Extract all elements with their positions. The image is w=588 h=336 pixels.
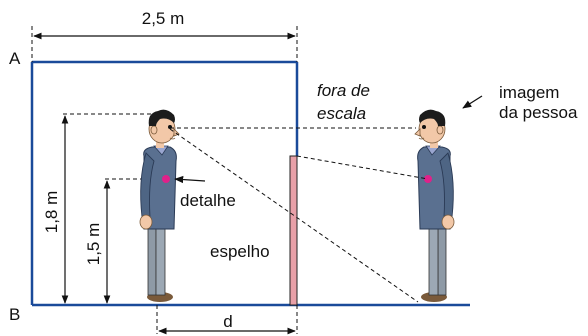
- width-label: 2,5 m: [142, 9, 185, 28]
- image-pointer-arrow: [462, 95, 483, 109]
- point-a-label: A: [9, 49, 21, 68]
- detail-dot: [162, 175, 170, 183]
- person-image-figure: [414, 109, 455, 303]
- mirror: [289, 155, 298, 306]
- distance-label: d: [223, 312, 232, 331]
- point-b-label: B: [9, 305, 20, 324]
- scale-note-line1: fora de: [317, 81, 370, 100]
- sight-lines: [169, 127, 429, 303]
- detail-label: detalhe: [180, 191, 236, 210]
- image-label-line1: imagem: [499, 83, 559, 102]
- image-label-line2: da pessoa: [499, 103, 578, 122]
- person-figure: [139, 109, 180, 303]
- room-outline: [30, 60, 299, 305]
- mirror-label: espelho: [210, 242, 270, 261]
- detail-pointer-arrow: [174, 175, 206, 184]
- scale-note-line2: escala: [317, 104, 366, 123]
- eye-height-label: 1,8 m: [42, 191, 61, 234]
- detail-height-label: 1,5 m: [84, 223, 103, 266]
